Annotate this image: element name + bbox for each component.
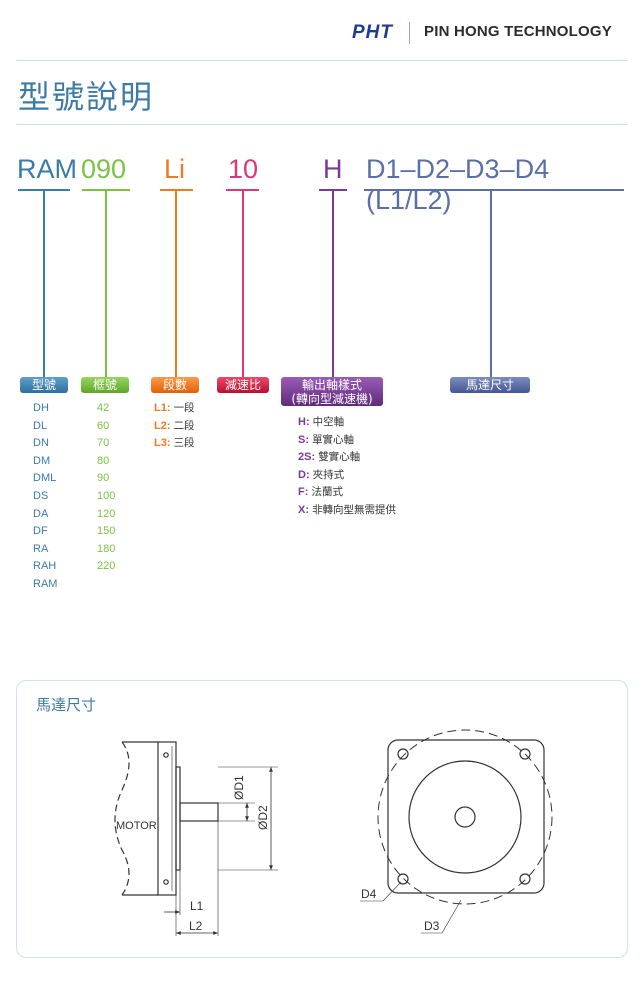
list-item: DS — [33, 489, 49, 502]
code-ratio: 10 — [228, 154, 259, 184]
shaft-list: H: 中空軸 S: 單實心軸 2S: 雙實心軸 D: 夾持式 F: 法蘭式 X:… — [298, 414, 396, 520]
series-list: DH DL DN DM DML DS DA DF RA RAH RAM — [33, 400, 57, 594]
flange — [157, 741, 177, 896]
stage-list: L1: 一段 L2: 二段 L3: 三段 — [154, 400, 195, 453]
dimension-underline — [364, 189, 624, 191]
list-item: H: 中空軸 — [298, 416, 345, 428]
shaft-circle — [454, 806, 476, 828]
side-view — [114, 741, 278, 936]
list-item: DH — [33, 402, 49, 414]
list-item: 100 — [97, 489, 116, 502]
list-item: DA — [33, 507, 49, 520]
list-item: 60 — [97, 419, 110, 432]
motor-body-break — [114, 741, 130, 896]
mount-hole — [397, 873, 409, 885]
label-motor: MOTOR — [116, 820, 157, 832]
dimension-connector — [490, 190, 492, 377]
tag-ratio: 減速比 — [217, 377, 269, 393]
company-name: PIN HONG TECHNOLOGY — [424, 23, 612, 40]
tag-stage: 段數 — [151, 377, 199, 393]
list-item: 90 — [97, 472, 110, 485]
list-item: L2: 二段 — [154, 419, 195, 432]
list-item: X: 非轉向型無需提供 — [298, 503, 397, 516]
tag-frame: 框號 — [81, 377, 129, 393]
shaft-connector — [332, 190, 334, 377]
list-item: RAM — [33, 577, 58, 590]
label-d1: ØD1 — [232, 775, 246, 800]
list-item: 120 — [97, 507, 116, 520]
header-rule — [16, 60, 628, 61]
list-item: 70 — [97, 437, 110, 450]
code-stage: Li — [164, 154, 186, 184]
mount-hole — [519, 873, 531, 885]
title-rule — [16, 124, 628, 125]
pilot-circle — [408, 760, 522, 874]
tag-shaft-line1: 輸出軸樣式 — [301, 378, 362, 392]
tag-shaft-line2: (轉向型減速機) — [291, 392, 373, 406]
list-item: DM — [33, 454, 51, 467]
list-item: 220 — [97, 560, 116, 573]
front-view — [360, 729, 553, 934]
label-l1: L1 — [190, 899, 204, 913]
shaft — [179, 802, 219, 822]
brand-logo: PHT — [352, 22, 393, 43]
list-item: RAH — [33, 560, 57, 573]
list-item: DL — [33, 419, 48, 432]
frame-connector — [105, 190, 107, 377]
dimension-panel-title: 馬達尺寸 — [36, 696, 97, 714]
tag-shaft: 輸出軸樣式 (轉向型減速機) — [281, 377, 383, 406]
list-item: 80 — [97, 454, 110, 467]
list-item: DF — [33, 525, 48, 538]
list-item: L1: 一段 — [154, 402, 195, 414]
header-divider — [409, 22, 410, 44]
list-item: 42 — [97, 402, 110, 414]
code-frame: 090 — [81, 154, 127, 184]
stage-connector — [175, 190, 177, 377]
series-connector — [43, 190, 45, 377]
label-d3: D3 — [424, 919, 440, 933]
label-l2: L2 — [189, 919, 203, 933]
list-item: S: 單實心軸 — [298, 433, 355, 446]
list-item: DN — [33, 437, 49, 450]
ratio-connector — [242, 190, 244, 377]
dimension-panel — [16, 680, 628, 958]
label-d4: D4 — [361, 887, 377, 901]
list-item: D: 夾持式 — [298, 468, 345, 481]
code-series: RAM — [17, 154, 77, 184]
list-item: L3: 三段 — [154, 437, 195, 450]
list-item: 150 — [97, 525, 116, 538]
code-shaft: H — [323, 154, 343, 184]
list-item: 2S: 雙實心軸 — [298, 451, 361, 464]
mount-hole — [397, 748, 409, 760]
list-item: DML — [33, 472, 57, 485]
tag-motor-dimension: 馬達尺寸 — [450, 377, 530, 393]
tag-series: 型號 — [20, 377, 68, 393]
page-title: 型號說明 — [18, 78, 155, 116]
list-item: RA — [33, 542, 49, 555]
frame-list: 42 60 70 80 90 100 120 150 180 220 — [97, 400, 115, 576]
list-item: F: 法蘭式 — [298, 486, 343, 499]
flange-square — [387, 739, 545, 894]
list-item: 180 — [97, 542, 116, 555]
label-d2: ØD2 — [256, 805, 270, 830]
mount-hole — [519, 748, 531, 760]
